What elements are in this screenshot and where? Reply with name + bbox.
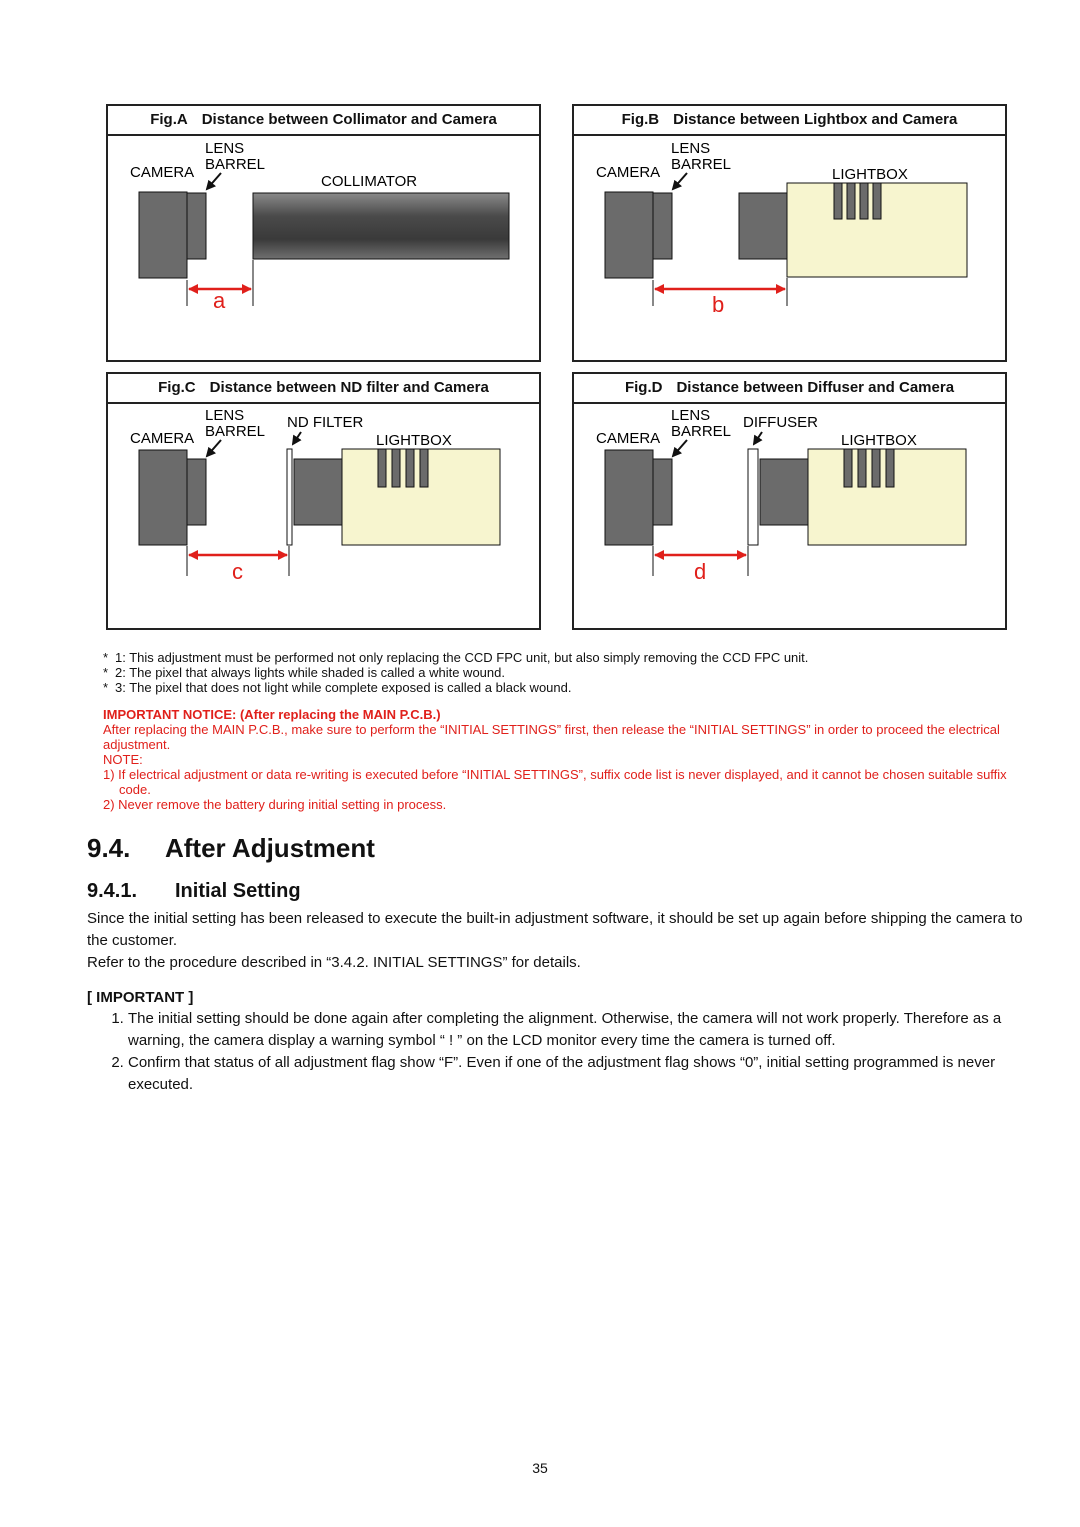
subsection-title: Initial Setting <box>175 880 301 902</box>
lens-label: LENS <box>205 407 244 424</box>
camera-label: CAMERA <box>596 164 660 181</box>
lightbox-port <box>293 458 343 526</box>
diffuser <box>747 448 759 546</box>
lens-pointer-arrow <box>205 172 222 191</box>
collimator-label: COLLIMATOR <box>321 173 417 190</box>
lightbox-label: LIGHTBOX <box>832 166 908 183</box>
figure-b-title: Fig.B Distance between Lightbox and Camer… <box>574 106 1005 136</box>
figure-d: Fig.D Distance between Diffuser and Camer… <box>572 372 1007 630</box>
barrel-label: BARREL <box>205 423 265 440</box>
camera-label: CAMERA <box>596 430 660 447</box>
lens-barrel <box>186 192 207 260</box>
lightbox-lamps <box>833 182 882 220</box>
figure-b: Fig.B Distance between Lightbox and Camer… <box>572 104 1007 362</box>
lightbox-port <box>759 458 809 526</box>
filter-pointer-arrow <box>291 431 302 446</box>
section-title: After Adjustment <box>165 833 375 863</box>
paragraph: Since the initial setting has been relea… <box>87 910 1023 949</box>
camera-body <box>604 449 654 546</box>
list-item: Confirm that status of all adjustment fl… <box>128 1052 1037 1096</box>
important-notice-text: After replacing the MAIN P.C.B., make su… <box>103 722 1000 752</box>
camera-label: CAMERA <box>130 430 194 447</box>
paragraph: Refer to the procedure described in “3.4… <box>87 954 581 971</box>
figure-c-title: Fig.C Distance between ND filter and Came… <box>108 374 539 404</box>
section-heading: 9.4. After Adjustment <box>87 833 375 864</box>
note-item-2: 2) Never remove the battery during initi… <box>103 797 447 812</box>
lightbox-lamps <box>377 448 429 488</box>
lens-pointer-arrow <box>671 172 688 191</box>
subsection-heading: 9.4.1. Initial Setting <box>87 880 301 903</box>
notes-block: * 1: This adjustment must be performed no… <box>103 650 1033 812</box>
footnote-text: 2: The pixel that always lights while sh… <box>115 665 505 680</box>
lightbox-port <box>738 192 788 260</box>
important-label: [ IMPORTANT ] <box>87 989 194 1006</box>
asterisk-mark: * <box>103 665 109 680</box>
figure-label: Fig.C <box>158 379 196 396</box>
filter-label: ND FILTER <box>287 414 364 431</box>
figure-title-text: Distance between ND filter and Camera <box>209 379 489 396</box>
lens-pointer-arrow <box>205 439 222 458</box>
page-number: 35 <box>532 1460 548 1476</box>
lens-barrel <box>652 192 673 260</box>
figure-d-diagram: CAMERA LENS BARREL DIFFUSER LIGHTBOX d <box>596 407 967 584</box>
footnote: * 1: This adjustment must be performed no… <box>103 650 1033 665</box>
footnote-text: 1: This adjustment must be performed not… <box>115 650 809 665</box>
footnote: * 2: The pixel that always lights while s… <box>103 665 1033 680</box>
lens-barrel <box>186 458 207 526</box>
body-text: Since the initial setting has been relea… <box>87 908 1037 1096</box>
figure-a-diagram: CAMERA LENS BARREL COLLIMATOR a <box>130 140 510 313</box>
camera-body <box>604 191 654 279</box>
figure-title-text: Distance between Lightbox and Camera <box>673 111 958 128</box>
figure-c-diagram: CAMERA LENS BARREL ND FILTER LIGHTBOX c <box>130 407 501 584</box>
barrel-label: BARREL <box>671 156 731 173</box>
asterisk-mark: * <box>103 650 109 665</box>
figure-title-text: Distance between Collimator and Camera <box>201 111 497 128</box>
figure-label: Fig.B <box>621 111 660 128</box>
subsection-number: 9.4.1. <box>87 880 138 902</box>
distance-letter: d <box>694 559 706 584</box>
camera-body <box>138 449 188 546</box>
section-number: 9.4. <box>87 833 131 863</box>
lens-pointer-arrow <box>671 439 688 458</box>
camera-label: CAMERA <box>130 164 194 181</box>
lens-barrel <box>652 458 673 526</box>
lightbox-label: LIGHTBOX <box>841 432 917 449</box>
distance-letter: c <box>232 559 243 584</box>
figure-label: Fig.A <box>150 111 188 128</box>
figure-a-title: Fig.A Distance between Collimator and Cam… <box>108 106 539 136</box>
lens-label: LENS <box>671 407 710 424</box>
distance-letter: a <box>213 288 226 313</box>
footnote: * 3: The pixel that does not light while … <box>103 680 1033 695</box>
lightbox-label: LIGHTBOX <box>376 432 452 449</box>
list-item: The initial setting should be done again… <box>128 1008 1037 1052</box>
lens-label: LENS <box>205 140 244 157</box>
barrel-label: BARREL <box>671 423 731 440</box>
figure-title-text: Distance between Diffuser and Camera <box>676 379 955 396</box>
filter-label: DIFFUSER <box>743 414 818 431</box>
collimator <box>252 192 510 260</box>
footnote-text: 3: The pixel that does not light while c… <box>115 680 572 695</box>
figure-b-diagram: CAMERA LENS BARREL LIGHTBOX b <box>596 140 968 317</box>
filter-pointer-arrow <box>752 431 763 446</box>
figure-d-title: Fig.D Distance between Diffuser and Camer… <box>574 374 1005 404</box>
asterisk-mark: * <box>103 680 109 695</box>
important-list: The initial setting should be done again… <box>87 1008 1037 1096</box>
nd-filter <box>286 448 293 546</box>
lightbox-lamps <box>843 448 895 488</box>
distance-letter: b <box>712 292 724 317</box>
important-notice-title: IMPORTANT NOTICE: (After replacing the M… <box>103 707 441 722</box>
figure-label: Fig.D <box>624 379 663 396</box>
camera-body <box>138 191 188 279</box>
figure-a: Fig.A Distance between Collimator and Cam… <box>106 104 541 362</box>
barrel-label: BARREL <box>205 156 265 173</box>
note-item-1: 1) If electrical adjustment or data re-w… <box>103 767 1007 797</box>
figure-c: Fig.C Distance between ND filter and Came… <box>106 372 541 630</box>
lens-label: LENS <box>671 140 710 157</box>
note-label: NOTE: <box>103 752 143 767</box>
